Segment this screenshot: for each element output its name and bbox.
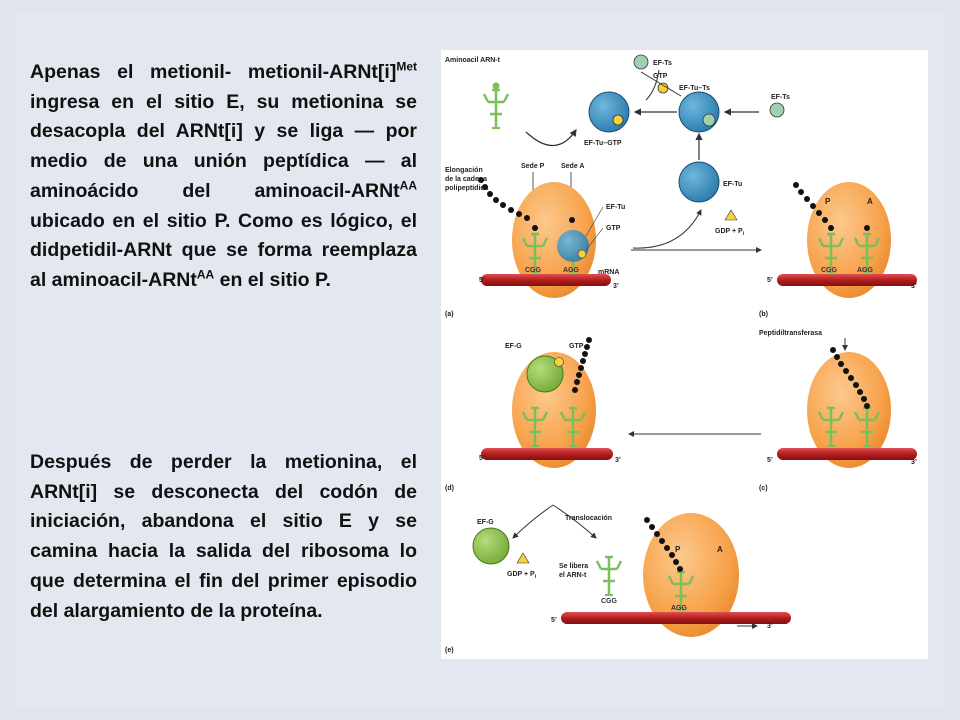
ef-tu-gtp-label: EF-Tu–GTP <box>584 140 622 147</box>
five-prime-a: 5’ <box>479 277 485 284</box>
pi-triangle-icon <box>724 209 738 221</box>
ef-ts-bound-icon <box>702 113 716 127</box>
five-prime-c: 5’ <box>767 457 773 464</box>
polypeptide-chain-e <box>644 517 683 572</box>
codon-cgg-a: CGG <box>525 267 542 274</box>
panel-label-c: (c) <box>759 485 768 492</box>
three-prime-e: 3’ <box>767 623 773 630</box>
five-prime-d: 5’ <box>479 455 485 462</box>
ef-tu-label-2: EF-Tu <box>606 204 625 211</box>
gtp-bound-a <box>577 249 587 259</box>
panel-b: P A CGG AGG 5’ 3’ (b) <box>759 182 917 318</box>
ef-tu-ts-complex <box>678 91 720 133</box>
release-label-1: Se libera <box>559 563 588 570</box>
panel-d: EF-G GTP 5’ 3’ (d) <box>445 337 621 492</box>
ribosome-c <box>807 352 891 468</box>
a-site-label-b: A <box>867 197 873 206</box>
mrna-c <box>777 448 917 460</box>
ef-g-bound-d <box>526 355 564 393</box>
polypeptide-chain-b <box>793 182 834 231</box>
ef-ts-incoming-icon <box>769 102 785 118</box>
gtp-label-2: GTP <box>606 225 621 232</box>
gtp-label-d: GTP <box>569 343 584 350</box>
gtp-bound-icon <box>612 114 624 126</box>
polypeptide-chain-d <box>572 337 592 393</box>
ef-ts-label-1: EF-Ts <box>653 60 672 67</box>
three-prime-c: 3’ <box>911 459 917 466</box>
five-prime-e: 5’ <box>551 617 557 624</box>
gtp-bound-d <box>554 357 564 367</box>
elongation-label-3: polipeptídica <box>445 185 488 192</box>
p-site-label-b: P <box>825 197 831 206</box>
translation-elongation-figure: Aminoacil ARN-t EF-Ts GTP EF-Tu–Ts EF-Ts… <box>441 50 928 659</box>
panel-label-d: (d) <box>445 485 454 492</box>
codon-agg-b: AGG <box>857 267 874 274</box>
ef-tu-free <box>678 161 720 203</box>
paragraph-trna-release: Después de perder la metionina, el ARNt[… <box>30 451 417 622</box>
free-aminoacyl-trna <box>482 88 510 130</box>
three-prime-a: 3’ <box>613 283 619 290</box>
paragraph-elongation-step: Apenas el metionil- metionil-ARNt[i]Met … <box>30 59 417 291</box>
panel-a: Aminoacil ARN-t EF-Ts GTP EF-Tu–Ts EF-Ts… <box>445 54 790 318</box>
gdp-pi-label-1: GDP + Pi <box>715 228 745 237</box>
mrna-b <box>777 274 917 286</box>
five-prime-b: 5’ <box>767 277 773 284</box>
release-label-2: el ARN-t <box>559 572 587 579</box>
aminoacil-trna-label: Aminoacil ARN-t <box>445 57 501 64</box>
sede-p-label: Sede P <box>521 163 545 170</box>
sede-a-label: Sede A <box>561 163 584 170</box>
ef-g-released-e <box>472 527 510 565</box>
ef-ts-released-icon <box>633 54 649 70</box>
ef-g-label-e: EF-G <box>477 519 494 526</box>
panel-label-b: (b) <box>759 311 768 318</box>
elongation-label-1: Elongación <box>445 167 483 174</box>
panel-label-e: (e) <box>445 647 454 654</box>
codon-cgg-b: CGG <box>821 267 838 274</box>
mrna-d <box>481 448 613 460</box>
panel-label-a: (a) <box>445 311 454 318</box>
ef-tu-gtp-complex <box>588 91 630 133</box>
gtp-label-1: GTP <box>653 73 668 80</box>
mrna-e <box>561 612 791 624</box>
ribosome-e <box>643 513 739 637</box>
gtp-icon-1 <box>657 82 669 94</box>
ef-tu-label-1: EF-Tu <box>723 181 742 188</box>
codon-agg-e: AGG <box>671 605 688 612</box>
elongation-label-2: de la cadena <box>445 176 487 183</box>
polypeptide-chain-c <box>830 347 870 409</box>
codon-agg-a: AGG <box>563 267 580 274</box>
free-trna-amino-acid <box>492 82 500 90</box>
translocation-label: Translocación <box>565 515 612 522</box>
mrna-label: mRNA <box>598 269 619 276</box>
panel-c: Peptidiltransferasa 5’ 3’ (c) <box>628 330 917 492</box>
ribosome-a <box>512 182 596 298</box>
peptidyltransferase-label: Peptidiltransferasa <box>759 330 822 337</box>
pi-triangle-icon-2 <box>516 552 530 564</box>
ef-g-label-d: EF-G <box>505 343 522 350</box>
three-prime-b: 3’ <box>911 283 917 290</box>
panel-e: Translocación EF-G GDP + Pi Se libera el… <box>445 504 791 654</box>
mrna-a <box>481 274 611 286</box>
codon-cgg-e: CGG <box>601 598 618 605</box>
released-trna <box>595 555 623 597</box>
p-site-label-e: P <box>675 545 681 554</box>
gdp-pi-label-2: GDP + Pi <box>507 571 537 580</box>
polypeptide-chain-a <box>478 177 538 231</box>
ef-tu-ts-label: EF-Tu–Ts <box>679 85 710 92</box>
ef-ts-label-2: EF-Ts <box>771 94 790 101</box>
a-site-label-e: A <box>717 545 723 554</box>
three-prime-d: 3’ <box>615 457 621 464</box>
ribosome-b <box>807 182 891 298</box>
